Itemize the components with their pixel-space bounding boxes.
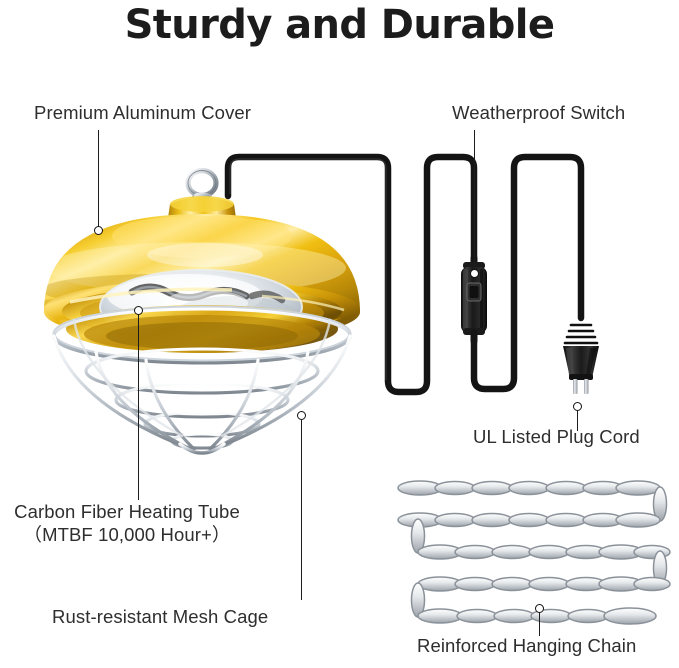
callout-dot-ul-listed-plug-cord <box>573 402 582 411</box>
callout-dot-rust-resistant-mesh-cage <box>297 411 306 420</box>
plug-body <box>563 346 599 378</box>
callout-dot-premium-aluminum-cover <box>94 226 103 235</box>
callout-label-carbon-fiber-heating-tube: Carbon Fiber Heating Tube （MTBF 10,000 H… <box>2 500 252 546</box>
callout-dot-weatherproof-switch <box>470 269 479 278</box>
gold-dome-heat-lamp <box>44 167 360 353</box>
callout-label-ul-listed-plug-cord: UL Listed Plug Cord <box>473 426 640 447</box>
plug-prong-right <box>584 379 589 394</box>
callout-label-reinforced-hanging-chain: Reinforced Hanging Chain <box>417 635 637 656</box>
wire-mesh-cage <box>52 305 352 455</box>
callout-label-line1: Carbon Fiber Heating Tube <box>14 501 240 522</box>
lamp-collar <box>166 197 238 232</box>
chain-row <box>397 512 661 528</box>
leader-line-ul-listed-plug-cord <box>577 411 578 431</box>
chain-row <box>397 480 661 496</box>
power-cord-path <box>224 153 585 396</box>
page-title: Sturdy and Durable <box>124 2 555 48</box>
callout-label-line2: （MTBF 10,000 Hour+） <box>23 524 231 546</box>
leader-line-premium-aluminum-cover <box>98 130 99 228</box>
callout-label-premium-aluminum-cover: Premium Aluminum Cover <box>34 102 252 123</box>
two-prong-plug <box>563 323 599 394</box>
reflector-detail <box>107 274 299 336</box>
hanging-eyelet <box>185 167 219 202</box>
leader-line-carbon-fiber-heating-tube <box>138 315 139 500</box>
carbon-heating-tube <box>128 283 250 301</box>
callout-label-weatherproof-switch: Weatherproof Switch <box>452 102 626 123</box>
leader-line-rust-resistant-mesh-cage <box>301 420 302 600</box>
callout-dot-reinforced-hanging-chain <box>535 604 544 613</box>
hanging-chain <box>397 480 671 625</box>
aluminum-dome <box>44 214 360 330</box>
chain-row <box>417 544 671 560</box>
chain-row <box>417 576 671 592</box>
leader-line-reinforced-hanging-chain <box>539 613 540 636</box>
dome-outer-rim <box>44 282 360 342</box>
leader-line-weatherproof-switch <box>474 130 475 271</box>
callout-label-rust-resistant-mesh-cage: Rust-resistant Mesh Cage <box>52 606 269 627</box>
reflector-bowl <box>100 270 302 344</box>
plug-prong-left <box>573 379 578 394</box>
callout-dot-carbon-fiber-heating-tube <box>134 306 143 315</box>
rocker-button <box>466 282 482 302</box>
